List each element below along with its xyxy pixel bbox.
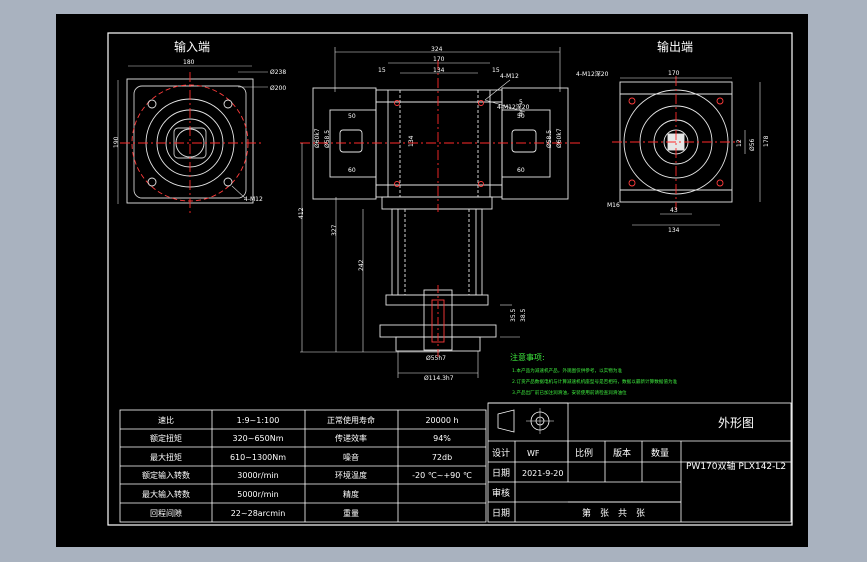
projection-symbol bbox=[497, 408, 554, 434]
dim-50-right: 50 bbox=[517, 113, 525, 120]
dim-phi58-left: Ø58.5 bbox=[324, 130, 331, 148]
spec-label: 噪音 bbox=[343, 452, 359, 462]
dim-m16: M16 bbox=[607, 202, 620, 209]
dim-170-center: 170 bbox=[433, 56, 445, 63]
dim-15-right: 15 bbox=[492, 67, 500, 74]
spec-label: 重量 bbox=[343, 508, 359, 518]
spec-label: 精度 bbox=[343, 489, 359, 499]
dim-38-5: 38.5 bbox=[520, 308, 527, 322]
dim-phi200: Ø200 bbox=[270, 85, 286, 92]
scale-label: 比例 bbox=[575, 447, 593, 459]
design-label: 设计 bbox=[492, 447, 510, 459]
dim-phi60k7-left: Ø60k7 bbox=[314, 128, 321, 148]
spec-table: 速比 1:9~1:100 正常使用寿命 20000 h 额定扭矩 320~650… bbox=[142, 415, 472, 518]
title-block-grid bbox=[487, 402, 792, 523]
spec-label: 最大扭矩 bbox=[150, 452, 182, 462]
dim-phi55: Ø55h7 bbox=[426, 355, 446, 362]
dim-phi56: Ø56 bbox=[749, 138, 756, 151]
dim-m12-deep: 4-M12深20 bbox=[497, 103, 530, 111]
dim-180: 180 bbox=[183, 59, 195, 66]
dim-35: 35.5 bbox=[510, 308, 517, 322]
drawing-border bbox=[107, 32, 793, 526]
version-label: 版本 bbox=[613, 447, 631, 459]
spec-value: 22~28arcmin bbox=[231, 509, 286, 518]
note-line: 1.本产品为减速机产品，外观图仅供参考，以实物为准 bbox=[512, 367, 622, 374]
dim-15-left: 15 bbox=[378, 67, 386, 74]
output-end-view bbox=[612, 76, 761, 226]
dim-5: 5 bbox=[519, 99, 523, 106]
dim-190: 190 bbox=[113, 136, 120, 148]
spec-value: 72db bbox=[432, 453, 452, 462]
sheet-number: 第 张 共 张 bbox=[582, 507, 645, 519]
dim-8: 8 bbox=[519, 111, 523, 118]
qty-label: 数量 bbox=[651, 447, 669, 459]
dim-phi114: Ø114.3h7 bbox=[424, 375, 454, 382]
spec-label: 额定扭矩 bbox=[150, 433, 182, 443]
dim-m12-mid: 4-M12 bbox=[500, 73, 519, 80]
dim-134-output: 134 bbox=[668, 227, 680, 234]
input-end-view bbox=[117, 65, 268, 214]
spec-value: 94% bbox=[433, 434, 451, 443]
dim-327: 327 bbox=[331, 224, 338, 236]
note-line: 2.订货产品数据电机与计算减速机机座型号是否相符，数据以最新计算数据值为准 bbox=[512, 378, 678, 385]
dim-178: 178 bbox=[763, 135, 770, 147]
dim-50-left: 50 bbox=[348, 113, 356, 120]
date-value: 2021-9-20 bbox=[522, 469, 563, 478]
spec-value: 320~650Nm bbox=[232, 434, 283, 443]
drawing-sheet: 输入端 180 190 Ø238 Ø200 4-M12 bbox=[56, 14, 808, 547]
dim-phi238: Ø238 bbox=[270, 69, 286, 76]
spec-value: 610~1300Nm bbox=[230, 453, 286, 462]
dim-43: 43 bbox=[670, 207, 678, 214]
spec-value: 3000r/min bbox=[237, 471, 278, 480]
note-line: 3.产品出厂前已加注润滑油，安装使用前请检查润滑油位 bbox=[512, 389, 627, 396]
spec-table-grid bbox=[119, 409, 487, 523]
model-name: PW170双轴 PLX142-L2 bbox=[686, 460, 786, 472]
spec-label: 最大输入转数 bbox=[142, 489, 190, 499]
output-view-title: 输出端 bbox=[657, 39, 693, 54]
dim-170-output: 170 bbox=[668, 70, 680, 77]
dim-m12-output: 4-M12深20 bbox=[576, 70, 609, 78]
dim-324: 324 bbox=[431, 46, 443, 53]
spec-label: 速比 bbox=[158, 415, 174, 425]
spec-label: 回程间隙 bbox=[150, 508, 182, 518]
drawing-name: 外形图 bbox=[718, 416, 754, 430]
dim-m12-input: 4-M12 bbox=[244, 196, 263, 203]
dim-phi58-right: Ø58.5 bbox=[546, 130, 553, 148]
spec-label: 传递效率 bbox=[335, 433, 367, 443]
spec-value: 1:9~1:100 bbox=[237, 416, 280, 425]
spec-value: 20000 h bbox=[425, 416, 458, 425]
spec-label: 环境温度 bbox=[335, 470, 367, 480]
designer-name: WF bbox=[527, 449, 540, 458]
dim-60-right: 60 bbox=[517, 167, 525, 174]
dim-60-left: 60 bbox=[348, 167, 356, 174]
dim-134-center: 134 bbox=[433, 67, 445, 74]
date-label: 日期 bbox=[492, 468, 510, 479]
gearbox-side-view bbox=[300, 47, 580, 378]
dim-242: 242 bbox=[358, 259, 365, 271]
dim-412: 412 bbox=[298, 207, 305, 219]
spec-value: -20 ℃~+90 ℃ bbox=[412, 471, 472, 480]
dim-12: 12 bbox=[736, 139, 743, 147]
dim-134-vertical: 134 bbox=[408, 135, 415, 147]
dim-phi60k7-right: Ø60k7 bbox=[556, 128, 563, 148]
notes-title: 注意事项: bbox=[510, 352, 545, 362]
spec-label: 正常使用寿命 bbox=[327, 415, 375, 425]
review-label: 审核 bbox=[492, 487, 510, 499]
spec-label: 额定输入转数 bbox=[142, 470, 190, 480]
input-view-title: 输入端 bbox=[174, 39, 210, 54]
date2-label: 日期 bbox=[492, 508, 510, 519]
drawing-canvas: 输入端 180 190 Ø238 Ø200 4-M12 bbox=[107, 32, 793, 526]
spec-value: 5000r/min bbox=[237, 490, 278, 499]
